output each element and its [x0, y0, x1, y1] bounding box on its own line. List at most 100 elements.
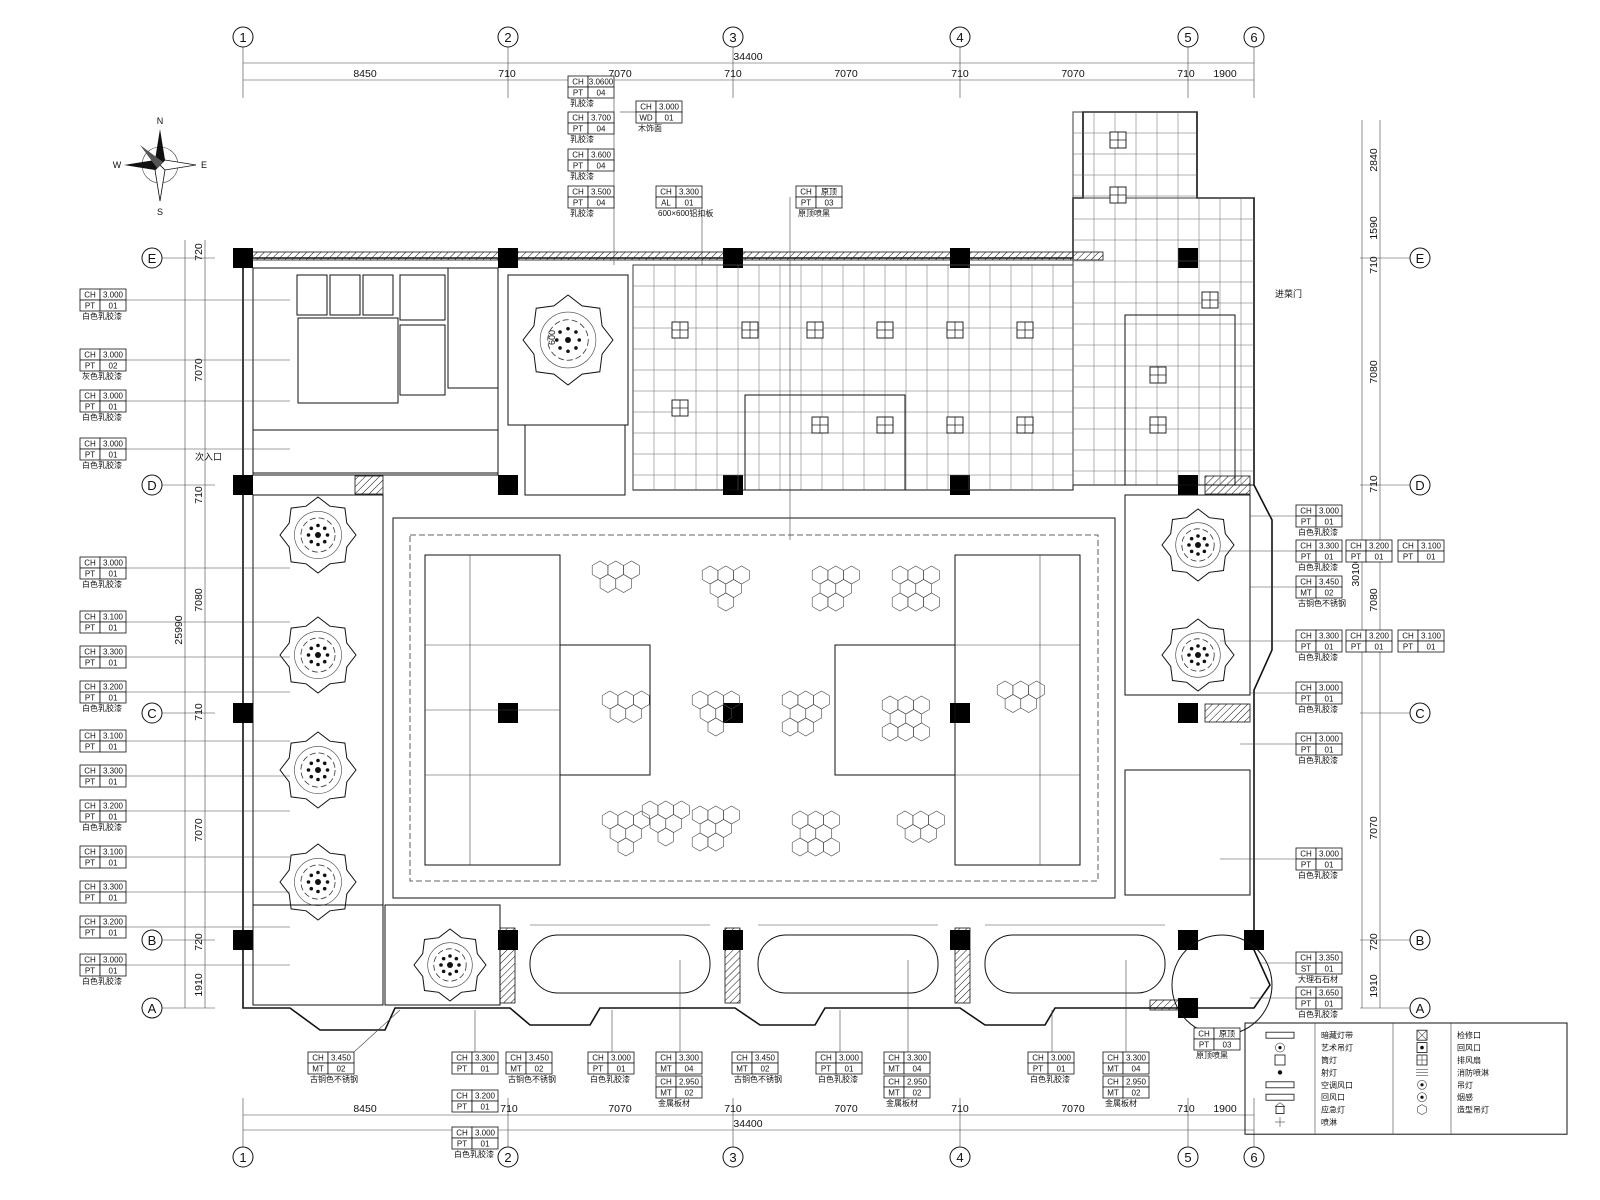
svg-text:710: 710: [724, 1103, 742, 1115]
hex-light-cluster: [881, 695, 930, 742]
rect-b-icon: [1265, 1093, 1295, 1101]
axis-2-top: 2: [497, 26, 519, 48]
svg-text:1: 1: [239, 30, 246, 45]
svg-text:3.000: 3.000: [103, 956, 124, 965]
svg-text:01: 01: [109, 694, 118, 703]
svg-text:1910: 1910: [193, 973, 205, 997]
svg-text:E: E: [201, 160, 207, 170]
exhaust-fan-icon: [1109, 131, 1127, 149]
axis-6-bottom: 6: [1243, 1146, 1265, 1168]
svg-text:01: 01: [1325, 965, 1334, 974]
svg-text:CH: CH: [572, 188, 584, 197]
axis-A-left: A: [141, 997, 163, 1019]
svg-text:S: S: [157, 207, 163, 217]
svg-text:01: 01: [1325, 746, 1334, 755]
legend-label: 回风口: [1321, 1093, 1345, 1102]
svg-text:CH: CH: [1300, 578, 1312, 587]
svg-text:6: 6: [1250, 30, 1257, 45]
svg-text:02: 02: [913, 1089, 922, 1098]
svg-text:MT: MT: [1107, 1089, 1119, 1098]
svg-text:CH: CH: [84, 613, 96, 622]
svg-text:CH: CH: [888, 1078, 900, 1087]
ceiling-medallions: [279, 294, 1235, 1002]
legend-label: 吊灯: [1457, 1080, 1473, 1090]
legend-label: 消防喷淋: [1457, 1067, 1489, 1077]
dimension-right: 2840 1590 710 7080 710 7080 7070 720 191…: [1350, 120, 1381, 1008]
svg-text:01: 01: [109, 967, 118, 976]
svg-text:2.950: 2.950: [679, 1078, 700, 1087]
exhaust-fan-icon: [671, 321, 689, 339]
axis-1-top: 1: [232, 26, 254, 48]
svg-text:MT: MT: [312, 1065, 324, 1074]
service-rooms: 次入口 进菜门 600: [195, 267, 1302, 496]
svg-text:5: 5: [1184, 1150, 1191, 1165]
axis-4-top: 4: [949, 26, 971, 48]
exhaust-fan-icon: [1149, 366, 1167, 384]
svg-text:CH: CH: [1300, 735, 1312, 744]
legend-label: 射灯: [1321, 1067, 1337, 1077]
svg-text:02: 02: [761, 1065, 770, 1074]
svg-text:CH: CH: [1107, 1078, 1119, 1087]
svg-text:PT: PT: [85, 362, 95, 371]
svg-text:04: 04: [685, 1065, 694, 1074]
svg-text:3.200: 3.200: [475, 1092, 496, 1101]
chandelier-icon: [522, 294, 614, 386]
exhaust-fan-icon: [811, 416, 829, 434]
hex-light-cluster: [691, 805, 740, 852]
svg-text:02: 02: [535, 1065, 544, 1074]
svg-text:01: 01: [1325, 518, 1334, 527]
svg-text:3.000: 3.000: [103, 291, 124, 300]
svg-text:03: 03: [825, 199, 834, 208]
svg-text:7070: 7070: [608, 1103, 632, 1115]
hex-light-cluster: [591, 560, 640, 593]
square-dot-icon: [1416, 1042, 1428, 1053]
svg-text:34400: 34400: [733, 1118, 762, 1130]
svg-text:710: 710: [498, 68, 516, 80]
svg-text:白色乳胶漆: 白色乳胶漆: [82, 703, 122, 713]
svg-text:2.950: 2.950: [907, 1078, 928, 1087]
svg-text:白色乳胶漆: 白色乳胶漆: [1298, 652, 1338, 662]
svg-text:01: 01: [685, 199, 694, 208]
svg-text:CH: CH: [84, 648, 96, 657]
svg-text:PT: PT: [1301, 518, 1311, 527]
svg-text:古铜色不锈钢: 古铜色不锈钢: [310, 1074, 358, 1084]
chandelier-icon: [279, 616, 357, 694]
svg-text:5: 5: [1184, 30, 1191, 45]
svg-text:PT: PT: [1301, 643, 1311, 652]
svg-text:3.000: 3.000: [611, 1054, 632, 1063]
svg-text:01: 01: [109, 894, 118, 903]
svg-text:CH: CH: [1198, 1030, 1210, 1039]
svg-text:PT: PT: [821, 1065, 831, 1074]
exhaust-fan-icon: [946, 321, 964, 339]
svg-text:古铜色不锈钢: 古铜色不锈钢: [508, 1074, 556, 1084]
svg-text:4: 4: [956, 1150, 963, 1165]
svg-text:E: E: [1416, 251, 1425, 266]
central-hall: [392, 517, 1116, 899]
legend: 暗藏灯带检修口艺术吊灯回风口筒灯排风扇射灯消防喷淋空调风口吊灯回风口烟感应急灯造…: [1244, 1022, 1568, 1135]
svg-text:01: 01: [1427, 553, 1436, 562]
svg-text:3.000: 3.000: [1051, 1054, 1072, 1063]
svg-text:PT: PT: [85, 894, 95, 903]
svg-text:7080: 7080: [193, 588, 205, 612]
rect-a-icon: [1265, 1081, 1295, 1089]
snowflake-icon: [1417, 1080, 1427, 1090]
svg-text:710: 710: [193, 703, 205, 721]
svg-text:PT: PT: [1351, 553, 1361, 562]
svg-text:MT: MT: [888, 1065, 900, 1074]
svg-text:N: N: [157, 116, 164, 126]
svg-text:原顶喷黑: 原顶喷黑: [798, 208, 830, 218]
svg-text:710: 710: [724, 68, 742, 80]
svg-text:A: A: [1416, 1001, 1425, 1016]
chandelier-icon: [279, 843, 357, 921]
